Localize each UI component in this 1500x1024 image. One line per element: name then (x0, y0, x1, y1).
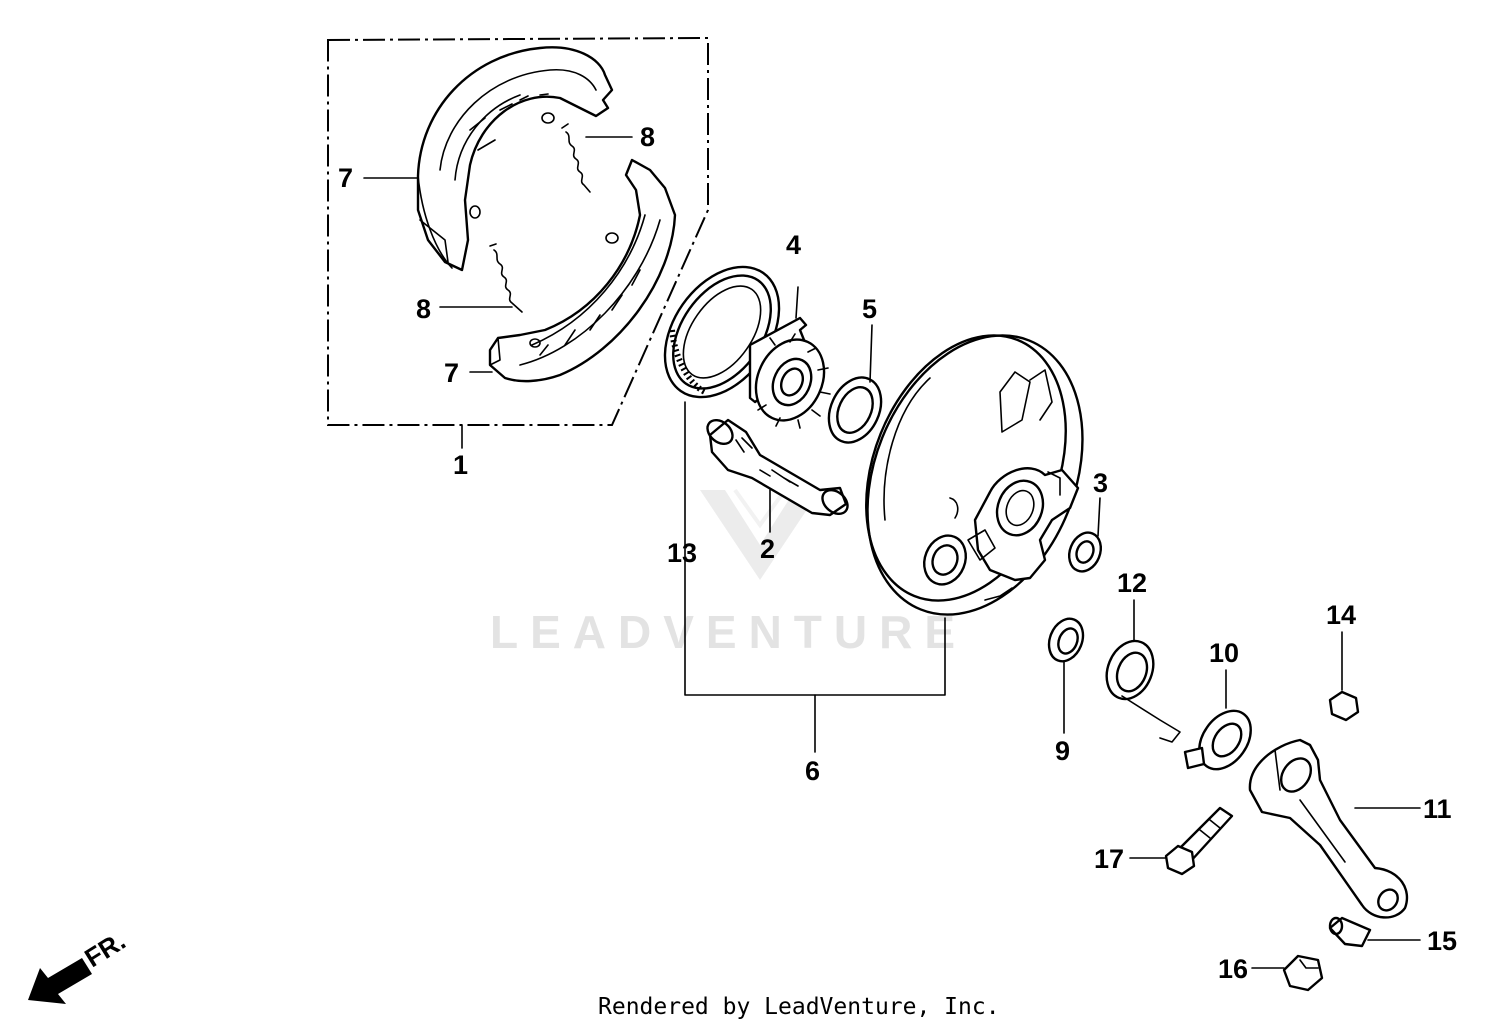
callout-3: 3 (1093, 468, 1108, 498)
thrust-washer (827, 324, 883, 444)
collar-15 (1328, 916, 1421, 948)
callout-7-upper: 7 (338, 163, 353, 193)
callout-4: 4 (786, 230, 801, 260)
callout-labels: 1 2 3 4 5 6 7 7 8 8 9 10 11 12 13 14 15 … (338, 122, 1457, 984)
callout-16: 16 (1218, 954, 1248, 984)
callout-17: 17 (1094, 844, 1124, 874)
spring-upper (561, 123, 591, 193)
callout-5: 5 (862, 294, 877, 324)
brake-panel (865, 334, 1084, 616)
callout-6: 6 (805, 756, 820, 786)
callout-15: 15 (1427, 926, 1457, 956)
callout-14: 14 (1326, 600, 1356, 630)
watermark-text: LEADVENTURE (490, 606, 967, 658)
dust-collar (1068, 497, 1102, 573)
bolt-17 (1129, 806, 1234, 876)
watermark: LEADVENTURE (490, 488, 967, 658)
callout-1: 1 (453, 450, 468, 480)
callout-13: 13 (667, 538, 697, 568)
flange-nut-14 (1328, 631, 1360, 722)
front-direction-arrow: FR. (28, 925, 131, 1004)
brake-arm (1248, 738, 1421, 919)
callout-2: 2 (760, 534, 775, 564)
callout-7-lower: 7 (444, 358, 459, 388)
spring-lower (489, 243, 523, 313)
brake-shoe-lower (488, 158, 677, 383)
speedometer-gear (748, 286, 831, 429)
callout-9: 9 (1055, 736, 1070, 766)
footer-credit: Rendered by LeadVenture, Inc. (598, 994, 1000, 1020)
front-direction-label: FR. (79, 925, 130, 973)
speedometer-pinion (706, 418, 849, 533)
leader-lines (363, 136, 633, 373)
callout-12: 12 (1117, 568, 1147, 598)
oil-seal (1047, 617, 1085, 734)
callout-8-lower: 8 (416, 294, 431, 324)
flange-nut-16 (1251, 954, 1324, 992)
brake-shoe-set-bracket (327, 36, 709, 449)
brake-panel-assy-bracket (684, 401, 946, 753)
callout-10: 10 (1209, 638, 1239, 668)
callout-11: 11 (1423, 794, 1452, 824)
wear-indicator-plate (1183, 669, 1252, 771)
return-spring (1105, 599, 1181, 743)
callout-8-upper: 8 (640, 122, 655, 152)
brake-shoe-upper (416, 46, 614, 272)
